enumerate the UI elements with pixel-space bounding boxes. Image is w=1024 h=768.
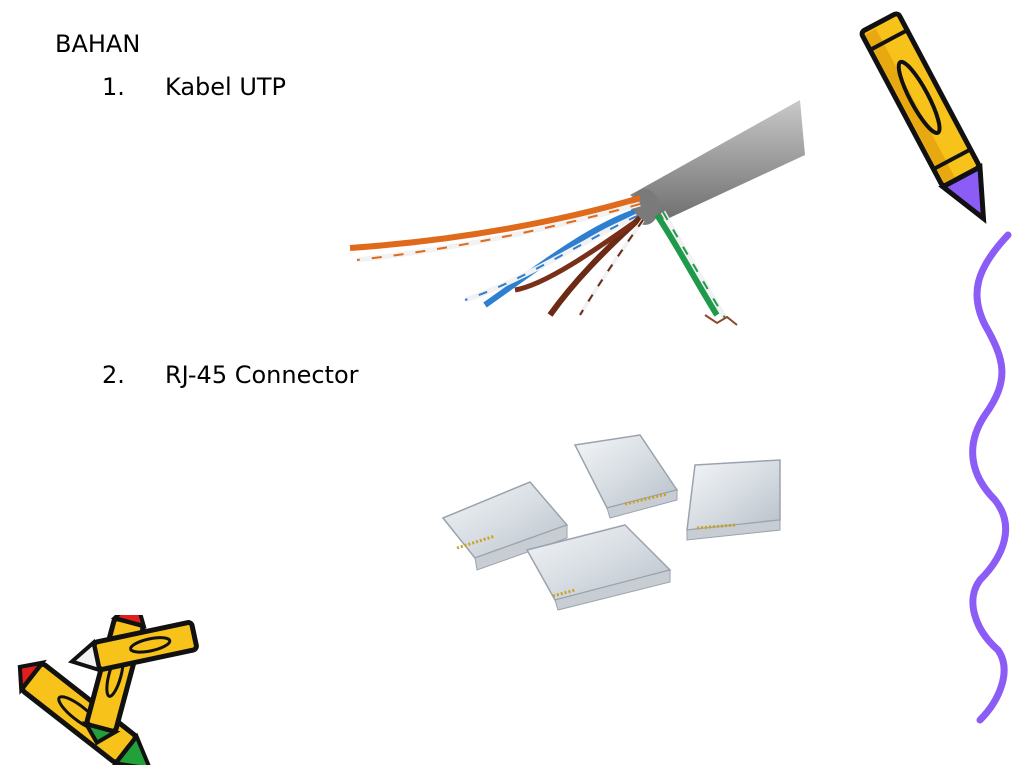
list-item-label: RJ-45 Connector [165, 361, 359, 389]
rj45-connector [441, 481, 569, 571]
slide-heading: BAHAN [55, 30, 141, 58]
crayons-clipart-icon [17, 615, 199, 765]
wavy-line-decoration [969, 231, 1012, 724]
rj45-connector [573, 434, 679, 519]
utp-cable-image [349, 100, 805, 326]
rj45-connector [686, 459, 781, 541]
rj45-connector [525, 524, 672, 611]
list-item-number: 2. [102, 361, 125, 389]
list-item-number: 1. [102, 73, 125, 101]
list-item-label: Kabel UTP [165, 73, 287, 101]
pencil-clipart-icon [859, 11, 987, 224]
rj45-connectors-image [441, 434, 781, 611]
